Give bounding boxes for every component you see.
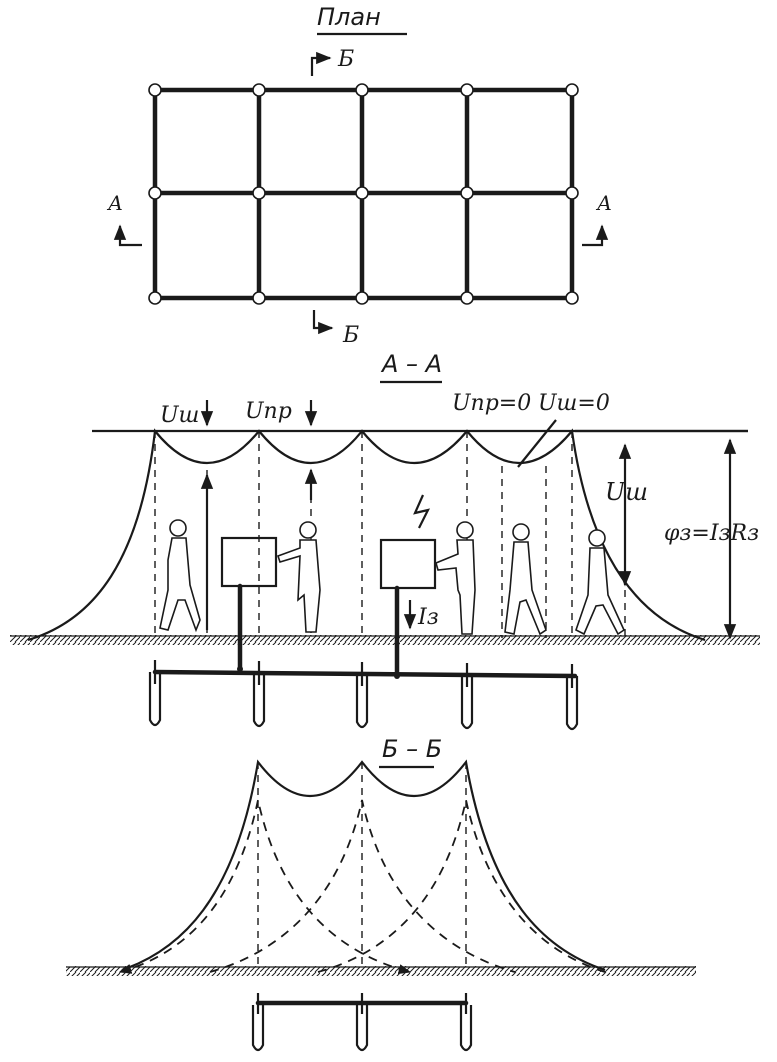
voltage-arrows	[200, 400, 748, 640]
label-u-sh-right: Uш	[605, 478, 648, 506]
person-walking-2	[504, 523, 547, 636]
plan-view: План Б Б А А	[106, 3, 612, 348]
equipment-box-left	[220, 536, 278, 588]
section-a-marker-left: А	[106, 191, 142, 247]
ground-bus-aa	[152, 669, 578, 679]
section-aa-view: А – А Uш	[10, 350, 760, 731]
electrode-nodes-plan	[148, 83, 579, 305]
equipment-box-faulted	[379, 538, 437, 590]
lightning-icon	[413, 494, 431, 529]
section-bb-title: Б – Б	[382, 735, 442, 763]
section-b-marker-top: Б	[310, 47, 354, 76]
person-walking-1	[159, 519, 201, 633]
svg-text:Б: Б	[337, 47, 354, 72]
ground-surface-bb	[66, 966, 696, 976]
person-walking-3	[575, 529, 626, 636]
label-u-pr-zero: Uпр=0	[452, 391, 531, 416]
label-current: Iз	[417, 605, 439, 630]
label-u-pr: Uпр	[245, 399, 292, 424]
svg-text:А: А	[595, 191, 612, 215]
label-u-sh: Uш	[160, 403, 199, 428]
section-aa-title: А – А	[380, 350, 442, 378]
plan-title: План	[317, 3, 381, 31]
dashed-verticals-bb	[257, 762, 467, 970]
section-bb-view: Б – Б	[66, 735, 696, 1052]
person-touching-1	[276, 521, 321, 633]
section-a-marker-right: А	[582, 191, 612, 247]
svg-text:Б: Б	[342, 323, 359, 348]
single-electrode-curves-bb	[118, 799, 606, 975]
leader-line	[517, 419, 557, 468]
label-potential-formula: φз=IзRз	[664, 521, 759, 546]
section-b-marker-bottom: Б	[312, 310, 359, 348]
label-u-sh-zero: Uш=0	[538, 391, 610, 416]
ground-surface-aa	[10, 635, 760, 645]
dashed-verticals-aa	[154, 431, 626, 638]
potential-curve-bb	[121, 759, 606, 972]
ground-electrodes-bb	[251, 993, 473, 1052]
ground-electrodes-aa	[148, 660, 579, 731]
person-touching-2	[435, 521, 476, 635]
svg-text:А: А	[106, 191, 123, 215]
